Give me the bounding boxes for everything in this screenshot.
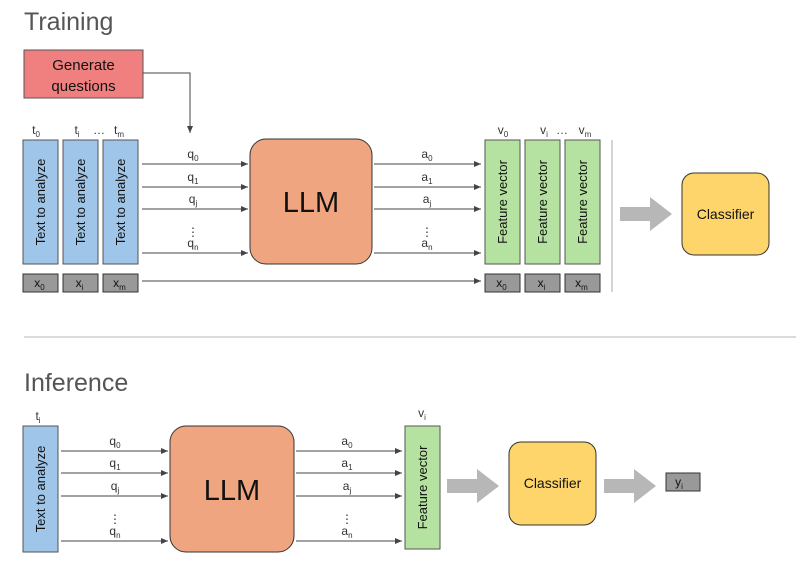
training-text-label-1: ti — [74, 123, 79, 139]
training-text-box-2: Text to analyze — [102, 139, 139, 265]
inference-answer-label-2: aj — [343, 479, 352, 495]
inference-feature-label: vi — [418, 406, 426, 422]
inference-question-label-0: q0 — [109, 434, 121, 450]
training-answer-label-2: aj — [423, 192, 432, 208]
training-big-arrow — [620, 197, 672, 231]
training-answer-label-0: a0 — [421, 147, 433, 163]
generate-questions-line2: questions — [51, 78, 115, 95]
inference-question-label-2: qj — [111, 479, 120, 495]
training-text-box-2-label: Text to analyze — [113, 159, 128, 246]
training-feature-box-0-label: Feature vector — [495, 159, 510, 243]
training-question-label-2: qj — [189, 192, 198, 208]
training-llm-box: LLM — [249, 138, 373, 265]
training-text-label-0: t0 — [32, 123, 40, 139]
output-y-box: yi — [665, 472, 701, 492]
inference-answer-label-0: a0 — [341, 434, 353, 450]
training-text-box-1-label: Text to analyze — [73, 159, 88, 246]
inference-text-label: ti — [35, 409, 40, 425]
training-feature-x-box-2-label: xm — [575, 276, 588, 292]
training-x-box-1: xi — [62, 273, 99, 293]
training-feature-box-1-label: Feature vector — [535, 159, 550, 243]
training-answer-vdots: ⋮ — [421, 225, 433, 239]
training-question-label-1: q1 — [187, 170, 199, 186]
training-text-ellipsis: … — [93, 123, 105, 137]
training-question-label-0: q0 — [187, 147, 199, 163]
inference-answer-label-1: a1 — [341, 456, 353, 472]
training-answer-label-3: an — [421, 236, 432, 252]
training-feature-ellipsis: … — [556, 123, 568, 137]
inference-question-label-3: qn — [109, 524, 120, 540]
output-y-label: yi — [675, 475, 683, 491]
inference-text-box-label: Text to analyze — [33, 446, 48, 533]
training-text-box-0-label: Text to analyze — [33, 159, 48, 246]
inference-big-arrow-1 — [447, 469, 499, 503]
training-feature-box-2-label: Feature vector — [575, 159, 590, 243]
training-feature-box-0: Feature vector — [484, 139, 521, 265]
inference-feature-box: Feature vector — [404, 425, 441, 550]
inference-classifier-box: Classifier — [508, 441, 597, 526]
inference-question-vdots: ⋮ — [109, 512, 121, 526]
training-classifier-label: Classifier — [697, 206, 755, 222]
inference-question-label-1: q1 — [109, 456, 121, 472]
inference-title: Inference — [24, 369, 128, 397]
training-x-box-0: x0 — [22, 273, 59, 293]
training-question-vdots: ⋮ — [187, 225, 199, 239]
inference-answer-label-3: an — [341, 524, 352, 540]
training-feature-x-box-0-label: x0 — [496, 276, 507, 292]
training-text-box-1: Text to analyze — [62, 139, 99, 265]
training-x-box-2-label: xm — [113, 276, 126, 292]
generate-to-questions-arrow — [143, 72, 193, 133]
training-feature-box-1: Feature vector — [524, 139, 561, 265]
training-answer-label-1: a1 — [421, 170, 433, 186]
training-feature-x-box-1: xi — [524, 273, 561, 293]
training-feature-x-box-2: xm — [564, 273, 601, 293]
training-text-box-0: Text to analyze — [22, 139, 59, 265]
training-text-label-2: tm — [114, 123, 124, 139]
training-question-label-3: qn — [187, 236, 198, 252]
training-feature-label-1: vi — [540, 123, 548, 139]
training-feature-x-box-1-label: xi — [538, 276, 546, 292]
generate-questions-box: Generate questions — [23, 49, 144, 99]
training-feature-box-2: Feature vector — [564, 139, 601, 265]
training-llm-label: LLM — [283, 187, 339, 219]
training-classifier-box: Classifier — [681, 172, 770, 256]
inference-llm-box: LLM — [169, 425, 295, 553]
training-x-box-1-label: xi — [76, 276, 84, 292]
inference-feature-box-label: Feature vector — [415, 445, 430, 529]
inference-answer-vdots: ⋮ — [341, 512, 353, 526]
training-x-box-2: xm — [102, 273, 139, 293]
generate-questions-line1: Generate — [52, 57, 115, 74]
inference-text-box: Text to analyze — [22, 425, 59, 553]
training-feature-label-0: v0 — [498, 123, 509, 139]
training-feature-label-2: vm — [579, 123, 592, 139]
inference-big-arrow-2 — [604, 469, 656, 503]
training-x-box-0-label: x0 — [34, 276, 45, 292]
inference-llm-label: LLM — [204, 475, 260, 507]
training-feature-x-box-0: x0 — [484, 273, 521, 293]
inference-classifier-label: Classifier — [524, 475, 582, 491]
training-title: Training — [24, 8, 113, 36]
